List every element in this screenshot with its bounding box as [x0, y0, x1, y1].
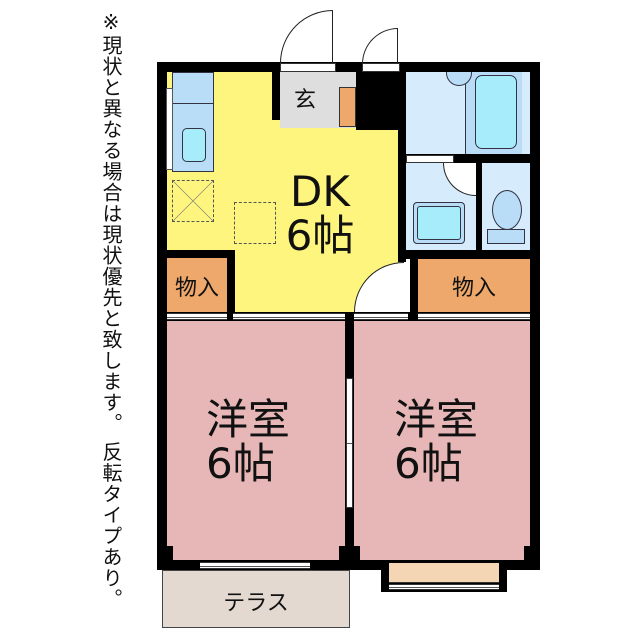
bathtub: [475, 75, 517, 149]
wall-dk-right: [398, 62, 406, 262]
storage-left-sliding-door[interactable]: [167, 313, 227, 320]
pillar: [339, 546, 345, 560]
pillar: [167, 546, 173, 560]
pillar: [524, 546, 530, 560]
appliance-fridge-space: [172, 180, 214, 222]
wall-top: [157, 62, 535, 72]
wall-storage-left-right: [227, 250, 235, 318]
wall-middle: [157, 312, 540, 321]
western-right-window[interactable]: [389, 584, 499, 590]
toilet-tank: [487, 229, 525, 244]
room-western-left-label: 洋室 6帖: [206, 395, 291, 488]
toilet-bowl: [492, 190, 522, 230]
wall-wash-toilet: [476, 163, 482, 250]
bath-door[interactable]: [406, 155, 454, 163]
room-terrace-label: テラス: [223, 591, 289, 616]
hall-door-threshold[interactable]: [354, 313, 408, 320]
kitchen-counter-divider: [172, 103, 214, 104]
wall-genkan-left: [272, 62, 280, 120]
room-western-left: [167, 321, 345, 560]
room-storage-right-label: 物入: [451, 276, 496, 301]
meter-door-threshold[interactable]: [362, 63, 400, 72]
kitchen-sink: [182, 128, 206, 162]
room-western-right: [354, 321, 530, 560]
appliance-washer-space: [234, 202, 276, 244]
dk-sliding-door[interactable]: [233, 313, 345, 320]
storage-right-sliding-door[interactable]: [418, 313, 530, 320]
wall-storage-right-left: [410, 255, 418, 318]
wall-bath-wash: [406, 154, 530, 163]
room-storage-left: [167, 258, 227, 312]
washbasin-bowl: [417, 206, 461, 240]
shoe-box: [339, 87, 356, 127]
wall-pipe-space: [356, 62, 398, 130]
wall-storage-left-top: [157, 250, 235, 258]
wall-wet-bottom: [398, 250, 540, 259]
room-dk-label: DK 6帖: [285, 167, 355, 260]
room-genkan-label: 玄: [293, 88, 316, 113]
room-storage-left-label: 物入: [174, 276, 219, 301]
western-divider-sliding-door[interactable]: [346, 378, 353, 508]
kitchen-window: [166, 88, 173, 170]
room-western-right-label: 洋室 6帖: [394, 395, 479, 488]
entrance-door-threshold[interactable]: [280, 63, 336, 72]
entrance-door-swing: [280, 10, 333, 63]
western-left-window[interactable]: [200, 562, 310, 569]
meter-door-swing: [362, 28, 398, 64]
room-bay: [389, 563, 499, 583]
room-storage-right: [418, 259, 530, 312]
room-terrace: [162, 570, 350, 628]
pillar: [354, 546, 360, 560]
disclaimer-note: ※現状と異なる場合は現状優先と致します。 反転タイプあり。: [99, 10, 123, 610]
